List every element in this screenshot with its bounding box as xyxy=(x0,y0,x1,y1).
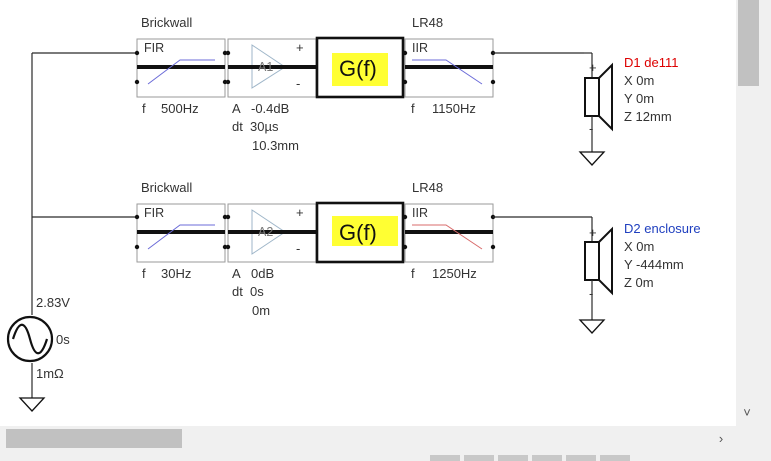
bottom-tab-strip xyxy=(430,455,630,461)
amplifier-1-delay-label: dt xyxy=(232,119,243,134)
driver-2-z: Z 0m xyxy=(624,275,654,290)
highpass-2-freq-label: f xyxy=(142,266,146,281)
amplifier-2-id: A2 xyxy=(258,225,273,239)
source-impedance: 1mΩ xyxy=(36,366,64,381)
highpass-filter-2[interactable] xyxy=(134,203,228,263)
driver-1-z: Z 12mm xyxy=(624,109,672,124)
driver-2-minus: - xyxy=(589,286,593,301)
highpass-curve-icon xyxy=(147,59,215,85)
transfer-function-block-2[interactable] xyxy=(315,201,405,264)
driver-2-x: X 0m xyxy=(624,239,654,254)
tab[interactable] xyxy=(566,455,596,461)
channel-1: Brickwall FIR f 500Hz A1 + - A -0.4dB dt… xyxy=(134,15,678,166)
driver-2-y: Y -444mm xyxy=(624,257,684,272)
amplifier-2-gain-label: A xyxy=(232,266,241,281)
amplifier-2-minus: - xyxy=(296,241,300,256)
lowpass-2-type: IIR xyxy=(412,206,428,220)
amplifier-2-distance: 0m xyxy=(252,303,270,318)
highpass-filter-1[interactable] xyxy=(134,38,228,98)
speaker-2-wiring xyxy=(578,280,606,334)
driver-1-plus: + xyxy=(589,60,597,75)
lowpass-2-freq: 1250Hz xyxy=(432,266,477,281)
source-wiring xyxy=(31,52,137,400)
ground-icon xyxy=(578,151,606,166)
amplifier-1-id: A1 xyxy=(258,60,273,74)
driver-2-name: D2 enclosure xyxy=(624,221,701,236)
vertical-scroll-thumb[interactable] xyxy=(738,0,759,86)
amplifier-2-delay: 0s xyxy=(250,284,264,299)
lowpass-2-name: LR48 xyxy=(412,180,443,195)
highpass-1-freq: 500Hz xyxy=(161,101,199,116)
lowpass-curve-icon xyxy=(412,224,483,250)
highpass-1-freq-label: f xyxy=(142,101,146,116)
tab[interactable] xyxy=(498,455,528,461)
speaker-driver-2[interactable] xyxy=(584,226,613,296)
tab[interactable] xyxy=(430,455,460,461)
lowpass-1-type: IIR xyxy=(412,41,428,55)
amplifier-1-minus: - xyxy=(296,76,300,91)
driver-2-plus: + xyxy=(589,225,597,240)
amplifier-2-delay-label: dt xyxy=(232,284,243,299)
amplifier-2[interactable] xyxy=(225,203,317,263)
highpass-2-freq: 30Hz xyxy=(161,266,191,281)
tab[interactable] xyxy=(600,455,630,461)
lowpass-1-freq: 1150Hz xyxy=(432,101,476,116)
gf-2-label: G(f) xyxy=(339,220,377,245)
source-voltage: 2.83V xyxy=(36,295,70,310)
tab[interactable] xyxy=(532,455,562,461)
lowpass-curve-icon xyxy=(412,59,483,85)
driver-1-y: Y 0m xyxy=(624,91,654,106)
highpass-curve-icon xyxy=(147,224,215,250)
gf-highlight xyxy=(332,53,388,86)
lowpass-1-freq-label: f xyxy=(411,101,415,116)
channel-2: Brickwall FIR f 30Hz A2 + - A 0dB dt 0s … xyxy=(134,180,701,334)
source-delay: 0s xyxy=(56,332,70,347)
highpass-1-name: Brickwall xyxy=(141,15,192,30)
gf-highlight xyxy=(332,216,398,246)
driver-1-minus: - xyxy=(589,121,593,136)
chevron-down-icon[interactable]: ˅ xyxy=(743,405,751,420)
highpass-1-type: FIR xyxy=(144,41,164,55)
amplifier-1-plus: + xyxy=(296,40,304,55)
amplifier-2-plus: + xyxy=(296,205,304,220)
highpass-2-type: FIR xyxy=(144,206,164,220)
speaker-1-wiring xyxy=(578,116,606,166)
amplifier-1-gain-label: A xyxy=(232,101,241,116)
speaker-driver-1[interactable] xyxy=(584,62,613,132)
ground-icon xyxy=(578,319,606,334)
amplifier-1-distance: 10.3mm xyxy=(252,138,299,153)
driver-1-name: D1 de111 xyxy=(624,55,678,70)
lowpass-2-freq-label: f xyxy=(411,266,415,281)
lowpass-filter-2[interactable] xyxy=(402,203,496,263)
amplifier-1-gain: -0.4dB xyxy=(251,101,289,116)
amplifier-1-delay: 30µs xyxy=(250,119,279,134)
lowpass-filter-1[interactable] xyxy=(402,38,496,98)
voltage-source[interactable] xyxy=(6,315,54,363)
horizontal-scroll-thumb[interactable] xyxy=(6,429,182,448)
amplifier-1[interactable] xyxy=(225,38,317,98)
ground-icon xyxy=(18,397,46,412)
lowpass-1-name: LR48 xyxy=(412,15,443,30)
chevron-right-icon[interactable]: › xyxy=(718,431,724,446)
amplifier-2-gain: 0dB xyxy=(251,266,274,281)
driver-1-x: X 0m xyxy=(624,73,654,88)
highpass-2-name: Brickwall xyxy=(141,180,192,195)
tab[interactable] xyxy=(464,455,494,461)
gf-1-label: G(f) xyxy=(339,56,377,81)
transfer-function-block-1[interactable] xyxy=(315,36,405,99)
